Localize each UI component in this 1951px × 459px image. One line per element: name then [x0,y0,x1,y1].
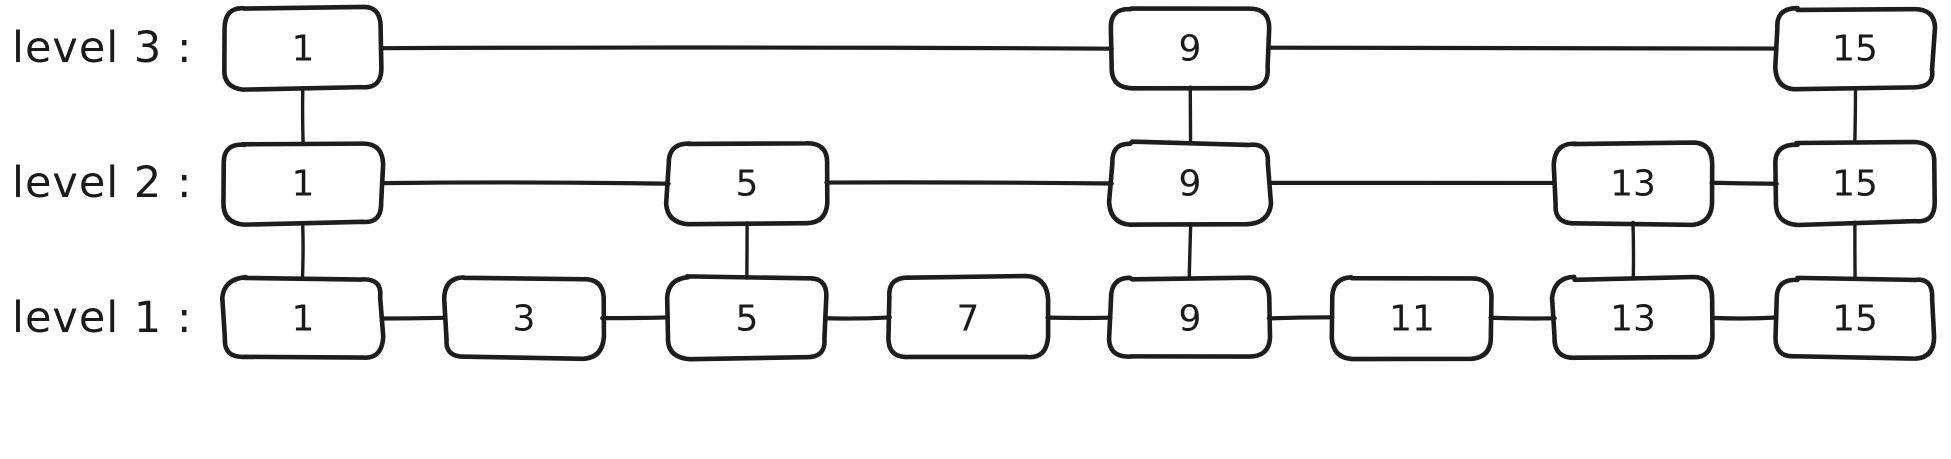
skip-list-node[interactable]: 15 [1832,163,1878,205]
level-label-level2: level 2 : [12,158,193,208]
level-label-level1: level 1 : [12,293,193,343]
skip-list-node[interactable]: 13 [1610,163,1656,205]
skip-list-node[interactable]: 3 [512,298,536,340]
skip-list-node[interactable]: 9 [1178,298,1202,340]
level-label-level3: level 3 : [12,23,193,73]
skip-list-node[interactable]: 1 [291,298,315,340]
skip-list-node[interactable]: 15 [1832,298,1878,340]
skip-list-node[interactable]: 15 [1832,28,1878,70]
skip-list-node[interactable]: 13 [1610,298,1656,340]
skip-list-node[interactable]: 5 [735,298,759,340]
skip-list-node[interactable]: 1 [291,28,315,70]
skip-list-node[interactable]: 9 [1178,28,1202,70]
skip-list-node[interactable]: 11 [1389,298,1435,340]
skip-list-node[interactable]: 9 [1178,163,1202,205]
skip-list-node[interactable]: 5 [735,163,759,205]
skip-list-node[interactable]: 1 [291,163,315,205]
skip-list-node[interactable]: 7 [956,298,980,340]
